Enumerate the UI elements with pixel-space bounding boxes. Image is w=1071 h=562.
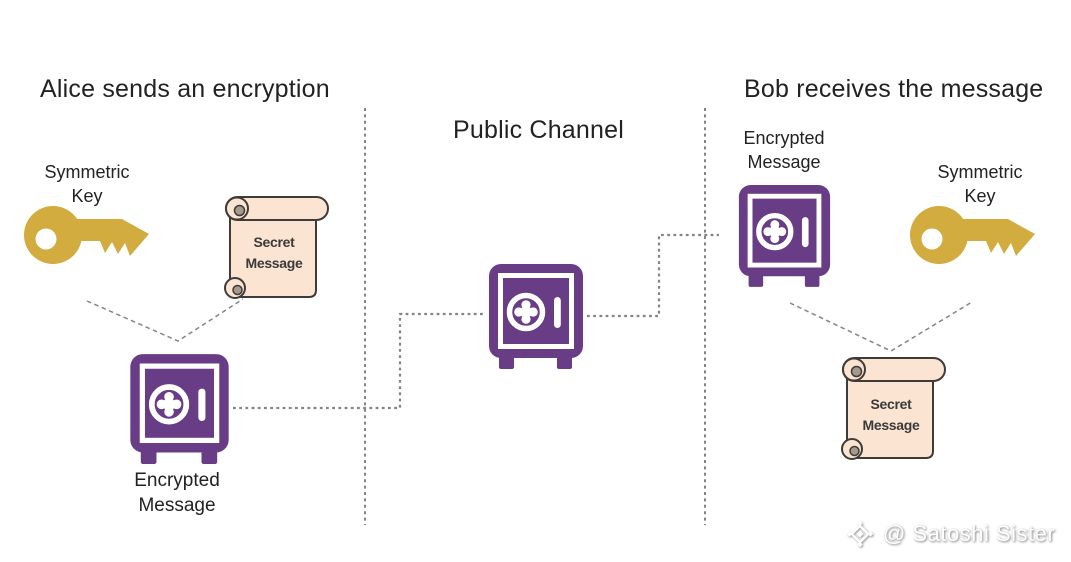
bob-section-title: Bob receives the message: [744, 75, 1044, 103]
safe-icon: [486, 262, 586, 370]
safe-icon: [736, 183, 833, 288]
secret-message-scroll-bob: Secret Message: [833, 350, 951, 468]
connector-safe-and-key-to-scroll-bob: [789, 301, 973, 352]
watermark: @ Satoshi Sister: [845, 519, 1055, 549]
public-channel-title: Public Channel: [453, 116, 624, 144]
symmetric-key-label-alice: Symmetric Key: [44, 162, 130, 206]
connector-alice-safe-to-channel-safe: [233, 312, 485, 410]
key-icon: [910, 203, 1036, 266]
connector-key-and-scroll-to-safe-alice: [86, 298, 244, 342]
scroll-text: Secret Message: [245, 234, 303, 271]
watermark-text: @ Satoshi Sister: [883, 521, 1056, 546]
diamond-logo-icon: [846, 520, 874, 548]
encrypted-message-label-bob: Encrypted Message: [743, 128, 825, 172]
safe-icon: [127, 352, 232, 465]
alice-section-title: Alice sends an encryption: [40, 75, 330, 103]
key-icon: [24, 203, 150, 266]
connector-channel-safe-to-bob-safe: [587, 233, 719, 318]
encrypted-message-label-alice: Encrypted Message: [134, 470, 220, 517]
secret-message-scroll-alice: Secret Message: [216, 189, 334, 307]
scroll-text: Secret Message: [862, 396, 920, 433]
symmetric-key-label-bob: Symmetric Key: [937, 162, 1023, 206]
